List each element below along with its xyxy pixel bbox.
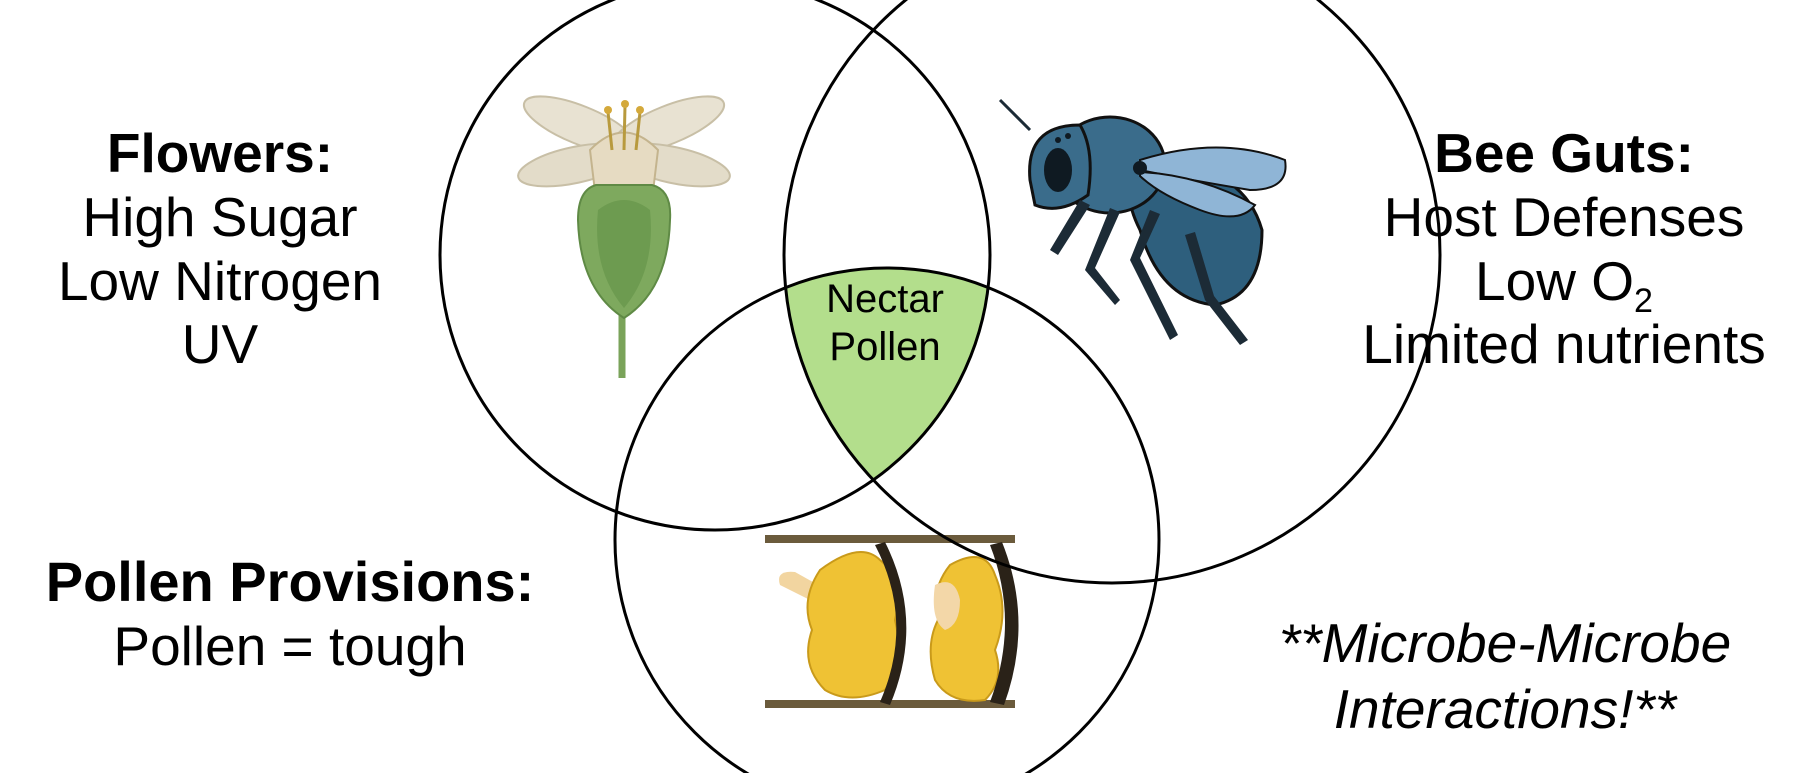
flowers-line: UV (0, 313, 440, 377)
bee-guts-block: Bee Guts: Host Defenses Low O2 Limited n… (1322, 122, 1806, 377)
flower-icon (515, 85, 734, 378)
bee-guts-line: Low O2 (1322, 250, 1806, 314)
bee-guts-title: Bee Guts: (1322, 122, 1806, 186)
center-label-line: Pollen (780, 323, 990, 371)
interactions-note: **Microbe-Microbe Interactions!** (1205, 610, 1805, 742)
flowers-circle (440, 0, 990, 530)
flowers-line: Low Nitrogen (0, 250, 440, 314)
pollen-provisions-block: Pollen Provisions: Pollen = tough (0, 550, 580, 679)
center-label: Nectar Pollen (780, 275, 990, 371)
bee-guts-line: Limited nutrients (1322, 313, 1806, 377)
flowers-block: Flowers: High Sugar Low Nitrogen UV (0, 122, 440, 377)
note-line: **Microbe-Microbe (1205, 610, 1805, 676)
pollen-provisions-line: Pollen = tough (0, 615, 580, 679)
flowers-title: Flowers: (0, 122, 440, 186)
oxygen-label: Low O (1475, 250, 1634, 312)
flowers-line: High Sugar (0, 186, 440, 250)
pollen-provisions-title: Pollen Provisions: (0, 550, 580, 615)
note-line: Interactions!** (1205, 676, 1805, 742)
center-label-line: Nectar (780, 275, 990, 323)
bee-guts-line: Host Defenses (1322, 186, 1806, 250)
nest-cells-icon (765, 535, 1019, 708)
bee-icon (1000, 100, 1286, 345)
